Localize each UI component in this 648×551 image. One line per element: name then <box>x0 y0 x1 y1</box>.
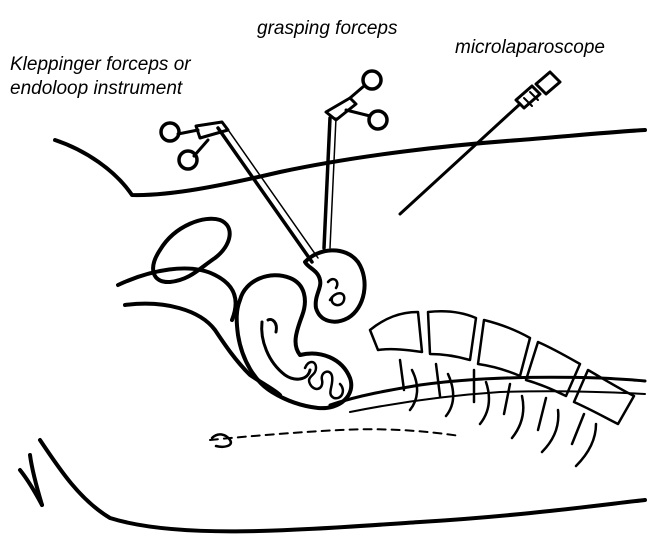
kleppinger-shaft-edge <box>224 124 318 258</box>
grasping-ring-lower <box>369 111 387 129</box>
bladder-outline <box>153 219 230 282</box>
microlaparoscope-eyepiece <box>536 72 560 94</box>
spine-vertebrae <box>370 311 634 466</box>
grasping-head <box>326 98 356 120</box>
uterine-cavity-2 <box>268 320 276 333</box>
grasping-shaft <box>324 118 330 248</box>
kleppinger-shaft <box>218 128 312 262</box>
kleppinger-forceps-label: Kleppinger forceps or endoloop instrumen… <box>10 53 191 101</box>
grasping-forceps-label: grasping forceps <box>257 17 397 41</box>
abdominal-wall-outline <box>55 130 645 195</box>
coccyx-tip <box>212 434 231 446</box>
kleppinger-label-line1: Kleppinger forceps or <box>10 53 191 77</box>
sacrum-dashed <box>210 429 460 440</box>
microlaparoscope-label-text: microlaparoscope <box>455 36 605 60</box>
uterine-cavity <box>262 322 310 379</box>
microlaparoscope-shaft <box>400 104 520 214</box>
rectum-inner <box>350 391 645 412</box>
pelvic-anterior-curve <box>118 268 236 320</box>
back-outline <box>40 440 645 531</box>
tube-coils <box>305 362 343 398</box>
grasping-shaft-edge <box>330 118 336 248</box>
ovary-outline <box>305 250 365 321</box>
microlaparoscope-label: microlaparoscope <box>455 36 605 60</box>
kleppinger-label-line2: endoloop instrument <box>10 77 191 101</box>
kleppinger-ring-upper <box>161 123 179 141</box>
grasping-label-text: grasping forceps <box>257 17 397 41</box>
tube-coil <box>328 279 344 305</box>
grasping-ring-upper <box>363 71 381 89</box>
